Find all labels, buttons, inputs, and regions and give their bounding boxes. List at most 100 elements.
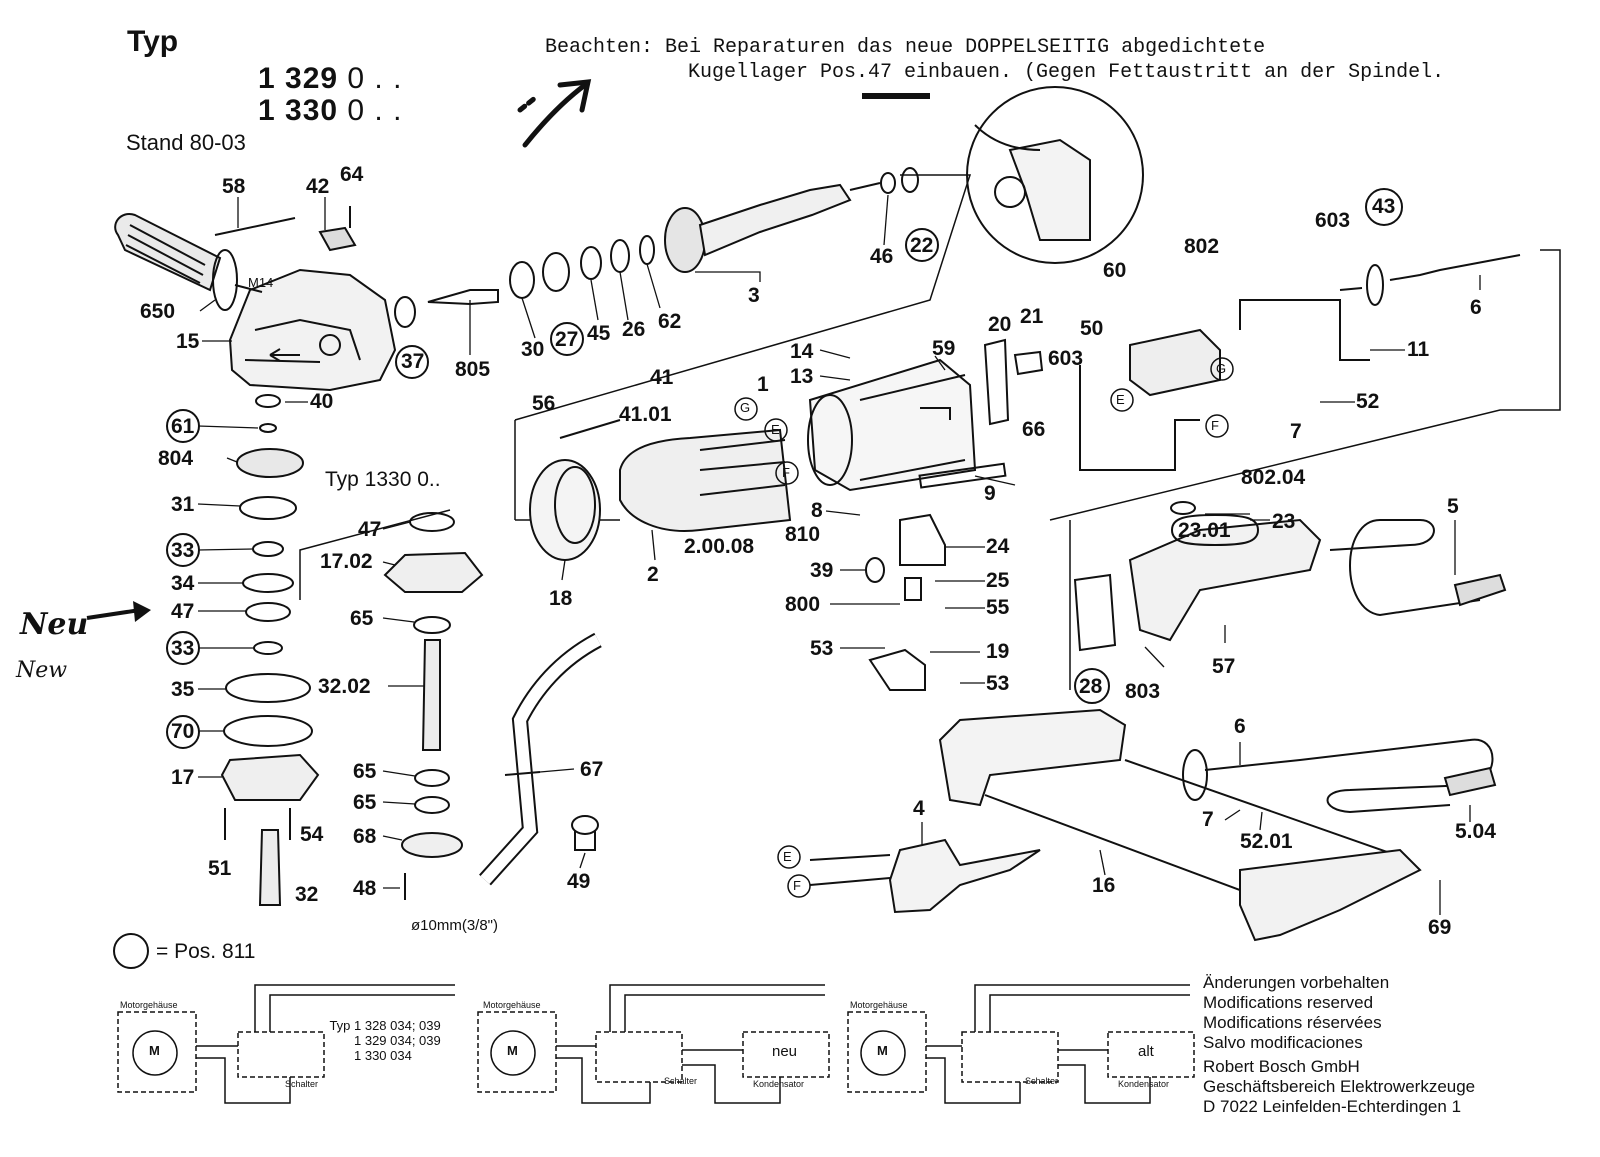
legal-block: Änderungen vorbehalten Modifications res… (1203, 973, 1475, 1117)
circuit-2-motor-label: Motorgehäuse (483, 1000, 541, 1010)
legal-line-1: Änderungen vorbehalten (1203, 973, 1390, 992)
circuit-3-capacitor-label: Kondensator (1118, 1079, 1170, 1089)
type-number-1-main: 1 329 (258, 62, 339, 95)
type-number-2: 1 330 0 . . (258, 94, 402, 128)
gear-head-15 (228, 268, 397, 392)
bearing-37 (394, 296, 416, 328)
part-label: F (1211, 418, 1219, 433)
part-label: 4 (913, 797, 925, 820)
cable-5 (1329, 519, 1507, 617)
part-label: E (771, 422, 780, 437)
part-label: 650 (140, 300, 176, 323)
spring-21 (1013, 350, 1044, 376)
circuit-3-capacitor-old: alt (1138, 1043, 1154, 1060)
circle-legend-text: = Pos. 811 (156, 940, 256, 963)
typ-1330-label: Typ 1330 0.. (325, 468, 441, 491)
part-label: 33 (171, 637, 195, 660)
legal-line-3: Modifications réservées (1203, 1013, 1382, 1032)
part-label: 27 (555, 328, 579, 351)
part-label: 50 (1080, 317, 1104, 340)
part-label: 13 (790, 365, 814, 388)
part-label: 54 (300, 823, 324, 846)
part-label: 51 (208, 857, 232, 880)
pinion-805 (427, 289, 499, 306)
thread-label: M14 (248, 275, 274, 290)
part-label: 37 (401, 350, 425, 373)
part-label: 23 (1272, 510, 1296, 533)
part-label: 42 (306, 175, 330, 198)
legal-line-5: Robert Bosch GmbH (1203, 1057, 1360, 1076)
type-number-1-suffix: 0 . . (338, 62, 403, 95)
part-label: 6 (1234, 715, 1246, 738)
part-label: 45 (587, 322, 611, 345)
part-label: 65 (350, 607, 374, 630)
part-label: 803 (1125, 680, 1161, 703)
part-label: 41 (650, 366, 674, 389)
leader-lines (197, 194, 1481, 915)
neu-arrow-icon (86, 601, 151, 622)
part-label: 31 (171, 493, 195, 516)
part-label: 2.00.08 (684, 535, 755, 558)
part-label: 603 (1048, 347, 1084, 370)
part-label: 22 (910, 234, 934, 257)
part-label: 802 (1184, 235, 1220, 258)
part-label: G (1216, 361, 1227, 376)
gear-stack-1330 (383, 512, 484, 900)
ring-22 (901, 167, 919, 193)
diameter-label: ø10mm(3/8") (411, 917, 499, 934)
legal-line-7: D 7022 Leinfelden-Echterdingen 1 (1203, 1097, 1462, 1116)
brush-holder-inset (966, 86, 1144, 264)
part-label: 34 (171, 572, 195, 595)
circuit-1-motor-symbol: M (149, 1043, 160, 1058)
bearing-rings (509, 235, 655, 299)
part-label: 56 (532, 392, 556, 415)
screw-56 (559, 419, 621, 439)
part-label: 32.02 (318, 675, 371, 698)
circuit-3-switch-label: Schalter (1025, 1076, 1059, 1086)
part-label: 15 (176, 330, 200, 353)
circuit-2-capacitor-new: neu (772, 1043, 798, 1060)
part-label: 67 (580, 758, 604, 781)
switch-parts (865, 407, 1007, 691)
circuit-3-motor-symbol: M (877, 1043, 888, 1058)
part-label: 1 (757, 373, 769, 396)
stand-date: Stand 80-03 (126, 130, 246, 155)
part-label: 69 (1428, 916, 1452, 939)
legend-circle (113, 933, 149, 969)
legal-line-4: Salvo modificaciones (1203, 1033, 1363, 1052)
part-label: 17 (171, 766, 195, 789)
part-label: 70 (171, 720, 195, 743)
part-label: E (783, 849, 792, 864)
circuit-1-typ-lines: Typ 1 328 034; 039 1 329 034; 039 1 330 … (325, 1018, 441, 1063)
part-label: 6 (1470, 296, 1482, 319)
repair-note-line-2: Kugellager Pos.47 einbauen. (Gegen Fetta… (688, 61, 1445, 84)
part-label: 47 (171, 600, 195, 623)
part-label: 33 (171, 539, 195, 562)
part-label: 65 (353, 760, 377, 783)
part-label: 24 (986, 535, 1010, 558)
screw-58 (214, 217, 296, 236)
circuit-2-motor-symbol: M (507, 1043, 518, 1058)
part-label: 7 (1290, 420, 1302, 443)
circuit-typ-line-2: 1 329 034; 039 (354, 1033, 441, 1048)
part-label: 55 (986, 596, 1010, 619)
circuit-1-motor-label: Motorgehäuse (120, 1000, 178, 1010)
frame-1330 (299, 509, 451, 600)
part-label: 804 (158, 447, 194, 470)
part-label: 30 (521, 338, 545, 361)
part-label: 25 (986, 569, 1010, 592)
plate-20 (983, 338, 1010, 426)
type-number-2-suffix: 0 . . (338, 94, 403, 127)
part-label: 48 (353, 877, 377, 900)
part-label: 43 (1372, 195, 1396, 218)
terminal-block-802 (1079, 299, 1370, 471)
part-label: 68 (353, 825, 377, 848)
circuit-typ-line-3: 1 330 034 (354, 1048, 412, 1063)
circuit-3-motor-label: Motorgehäuse (850, 1000, 908, 1010)
circuit-1-switch-label: Schalter (285, 1079, 319, 1089)
part-label: 58 (222, 175, 246, 198)
type-number-2-main: 1 330 (258, 94, 339, 127)
part-label: 53 (810, 637, 834, 660)
